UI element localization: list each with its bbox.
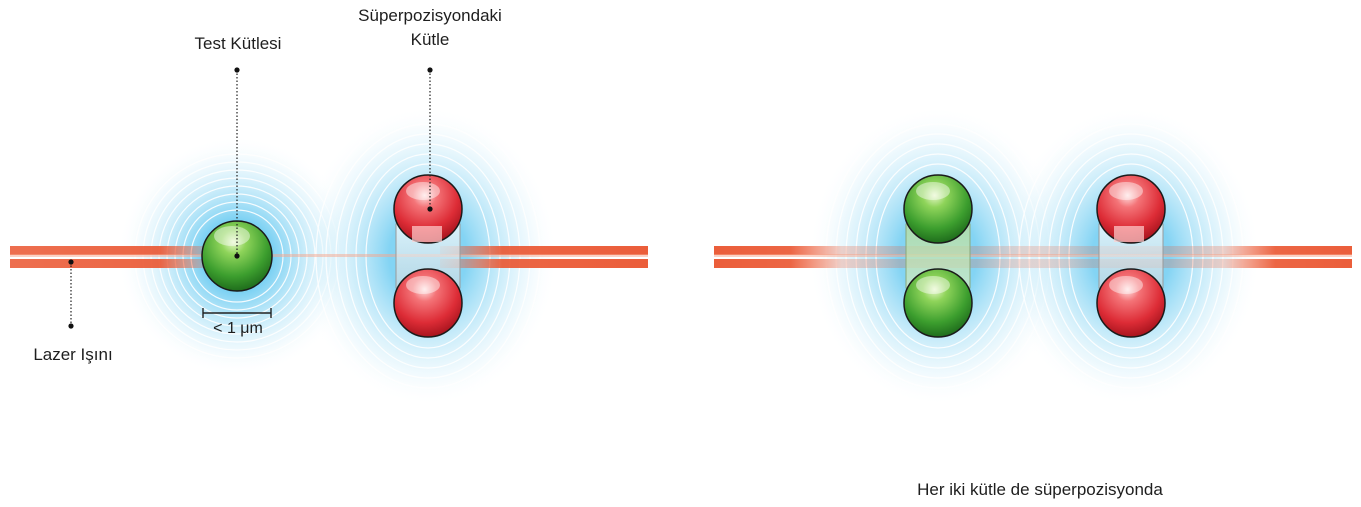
leader-laser bbox=[68, 259, 74, 329]
right-panel bbox=[714, 106, 1352, 406]
scale-bar bbox=[202, 308, 272, 318]
left-panel bbox=[10, 67, 648, 406]
superposed-mass-label-line2: Kütle bbox=[410, 30, 450, 49]
both-superposed-caption: Her iki kütle de süperpozisyonda bbox=[917, 480, 1163, 499]
green-mass-pair bbox=[903, 174, 973, 338]
superposed-mass-label-line1: Süperpozisyondaki bbox=[358, 6, 502, 25]
superposed-mass-label: Süperpozisyondaki Kütle bbox=[330, 4, 530, 52]
leader-test-mass bbox=[234, 67, 240, 259]
laser-beam-left bbox=[10, 246, 648, 268]
superposed-mass-balls bbox=[393, 174, 463, 338]
laser-beam-label: Lazer Işını bbox=[33, 345, 113, 364]
laser-beam-right bbox=[714, 246, 1352, 268]
red-mass-pair bbox=[1096, 174, 1166, 338]
test-mass-label: Test Kütlesi bbox=[194, 34, 282, 53]
leader-superposed-mass bbox=[427, 67, 433, 212]
scale-label: < 1 μm bbox=[213, 320, 263, 337]
